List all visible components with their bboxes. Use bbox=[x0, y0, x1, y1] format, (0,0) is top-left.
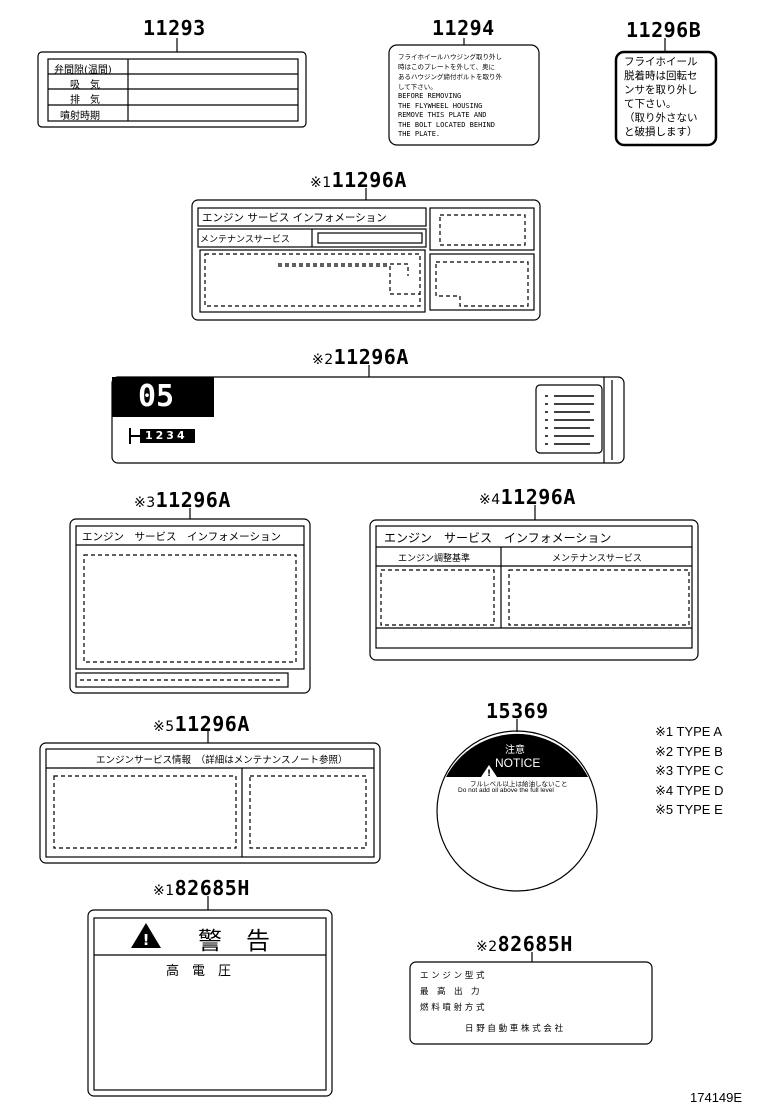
marker-4: ※4 bbox=[479, 492, 501, 508]
typeB-code-block bbox=[112, 377, 214, 417]
part-number-text: 82685H bbox=[497, 932, 573, 956]
label-11294-en-block: BEFORE REMOVING THE FLYWHEEL HOUSING REM… bbox=[398, 92, 502, 140]
label-11294-jp-line: あるハウジング締付ボルトを取り外 bbox=[398, 73, 502, 81]
label-typeE-outline bbox=[39, 742, 381, 864]
part-number-11296A-typeB: ※211296A bbox=[312, 345, 409, 369]
legend-type-d: ※4 TYPE D bbox=[655, 783, 724, 798]
marker-1: ※1 bbox=[153, 883, 175, 899]
part-number-82685H-typeA: ※182685H bbox=[153, 876, 250, 900]
label-11296B-line: て下さい。 bbox=[624, 98, 677, 110]
typeA-maintenance: メンテナンスサービス bbox=[200, 235, 290, 245]
part-number-11296A-typeE: ※511296A bbox=[153, 712, 250, 736]
label-11294-en-line: THE BOLT LOCATED BEHIND bbox=[398, 120, 495, 129]
label-82685H-2-line3: 燃 料 噴 射 方 式 bbox=[420, 1003, 485, 1013]
label-15369-outline bbox=[436, 730, 598, 892]
legend-type-a: ※1 TYPE A bbox=[655, 724, 723, 739]
part-number-11296A-typeC: ※311296A bbox=[134, 488, 231, 512]
typeB-gears: 1234 bbox=[145, 429, 188, 442]
part-number-text: 11296A bbox=[174, 712, 250, 736]
notice-band bbox=[446, 733, 588, 777]
label-82685H-2-line1: エ ン ジ ン 型 式 bbox=[420, 971, 485, 981]
legend-type-b: ※2 TYPE B bbox=[655, 744, 723, 759]
label-11293-outline bbox=[37, 51, 307, 128]
label-typeB-outline bbox=[111, 376, 625, 464]
marker-2: ※2 bbox=[312, 352, 334, 368]
label-11294-outline bbox=[388, 44, 540, 146]
typeA-title: エンジン サービス インフォメーション bbox=[202, 212, 387, 224]
diagram-reference-number: 174149E bbox=[690, 1090, 743, 1105]
label-11294-jp-line: フライホイールハウジング取り外し bbox=[398, 53, 502, 61]
label-11296B-line: 脱着時は回転セ bbox=[624, 70, 698, 82]
typeC-title: エンジン サービス インフォメーション bbox=[82, 531, 281, 543]
marker-1: ※1 bbox=[310, 175, 332, 191]
label-typeC-outline bbox=[69, 518, 311, 694]
part-number-82685H-typeB: ※282685H bbox=[476, 932, 573, 956]
label-11296B-outline bbox=[614, 50, 718, 147]
label-11296B-line: （取り外さない bbox=[624, 112, 698, 124]
notice-triangle-icon bbox=[481, 765, 497, 777]
exclamation-glyph: ! bbox=[143, 931, 150, 949]
label-11293-row3: 排 気 bbox=[70, 95, 100, 106]
label-11294-en-line: THE PLATE. bbox=[398, 130, 441, 138]
typeD-right-header: メンテナンスサービス bbox=[552, 554, 642, 564]
legend-type-c: ※3 TYPE C bbox=[655, 763, 724, 778]
marker-5: ※5 bbox=[153, 719, 175, 735]
legend-type-e: ※5 TYPE E bbox=[655, 802, 723, 817]
notice-exclamation-glyph: ! bbox=[487, 769, 491, 779]
typeD-title: エンジン サービス インフォメーション bbox=[384, 531, 612, 545]
label-82685H-1-sub: 高 電 圧 bbox=[166, 964, 232, 979]
label-11293-row2: 吸 気 bbox=[70, 80, 100, 91]
part-number-text: 11296A bbox=[333, 345, 409, 369]
part-number-text: 11296A bbox=[331, 168, 407, 192]
marker-3: ※3 bbox=[134, 495, 156, 511]
gear-number-block bbox=[140, 429, 195, 443]
label-82685H-2-outline bbox=[409, 961, 653, 1045]
label-15369-en: Do not add oil above the full level bbox=[458, 787, 554, 794]
part-number-11296B: 11296B bbox=[626, 18, 702, 42]
label-typeD-outline bbox=[369, 519, 699, 661]
label-11294-en-line: REMOVE THIS PLATE AND bbox=[398, 111, 487, 119]
typeB-code: 05 bbox=[138, 379, 175, 414]
label-11293-row1: 弁間隙(温間) bbox=[54, 65, 112, 76]
part-number-15369: 15369 bbox=[486, 699, 549, 723]
part-number-text: 82685H bbox=[174, 876, 250, 900]
label-82685H-2-line4: 日 野 自 動 車 株 式 会 社 bbox=[465, 1024, 564, 1034]
label-11294-en-line: BEFORE REMOVING bbox=[398, 92, 462, 100]
label-11294-en-line: THE FLYWHEEL HOUSING bbox=[398, 101, 483, 110]
part-number-11296A-typeA: ※111296A bbox=[310, 168, 407, 192]
label-82685H-1-outline bbox=[87, 909, 333, 1097]
label-15369-jp: フルレベル以上は給油しないこと bbox=[470, 780, 568, 788]
label-15369-caution: 注意 bbox=[505, 745, 525, 756]
label-11294-jp-line: して下さい。 bbox=[398, 83, 437, 91]
label-11296B-line: ンサを取り外し bbox=[624, 84, 698, 96]
list-icon bbox=[545, 395, 594, 445]
label-11293-row4: 噴射時期 bbox=[60, 111, 100, 122]
label-82685H-2-line2: 最 高 出 力 bbox=[420, 987, 480, 997]
typeE-title: エンジンサービス情報 （詳細はメンテナンスノート参照） bbox=[96, 755, 348, 766]
label-11296B-line: と破損します） bbox=[624, 126, 698, 138]
label-82685H-1-warning: 警 告 bbox=[198, 927, 270, 955]
label-11296B-line: フライホイール bbox=[624, 56, 698, 68]
part-number-11296A-typeD: ※411296A bbox=[479, 485, 576, 509]
label-15369-notice: NOTICE bbox=[495, 756, 541, 770]
gear-shift-icon bbox=[129, 428, 140, 444]
label-typeA-outline bbox=[191, 199, 541, 321]
part-number-text: 11296A bbox=[500, 485, 576, 509]
label-11294-jp-line: 時はこのプレートを外して、奥に bbox=[398, 63, 495, 71]
part-number-11293: 11293 bbox=[143, 16, 206, 40]
typeD-left-header: エンジン調整基準 bbox=[398, 554, 471, 564]
label-11294-text: フライホイールハウジング取り外し 時はこのプレートを外して、奥に あるハウジング… bbox=[398, 52, 502, 140]
marker-2: ※2 bbox=[476, 939, 498, 955]
warning-triangle-icon bbox=[131, 923, 161, 948]
part-number-11294: 11294 bbox=[432, 16, 495, 40]
part-number-text: 11296A bbox=[155, 488, 231, 512]
label-11296B-text: フライホイール 脱着時は回転セ ンサを取り外し て下さい。 （取り外さない と破… bbox=[624, 55, 698, 139]
